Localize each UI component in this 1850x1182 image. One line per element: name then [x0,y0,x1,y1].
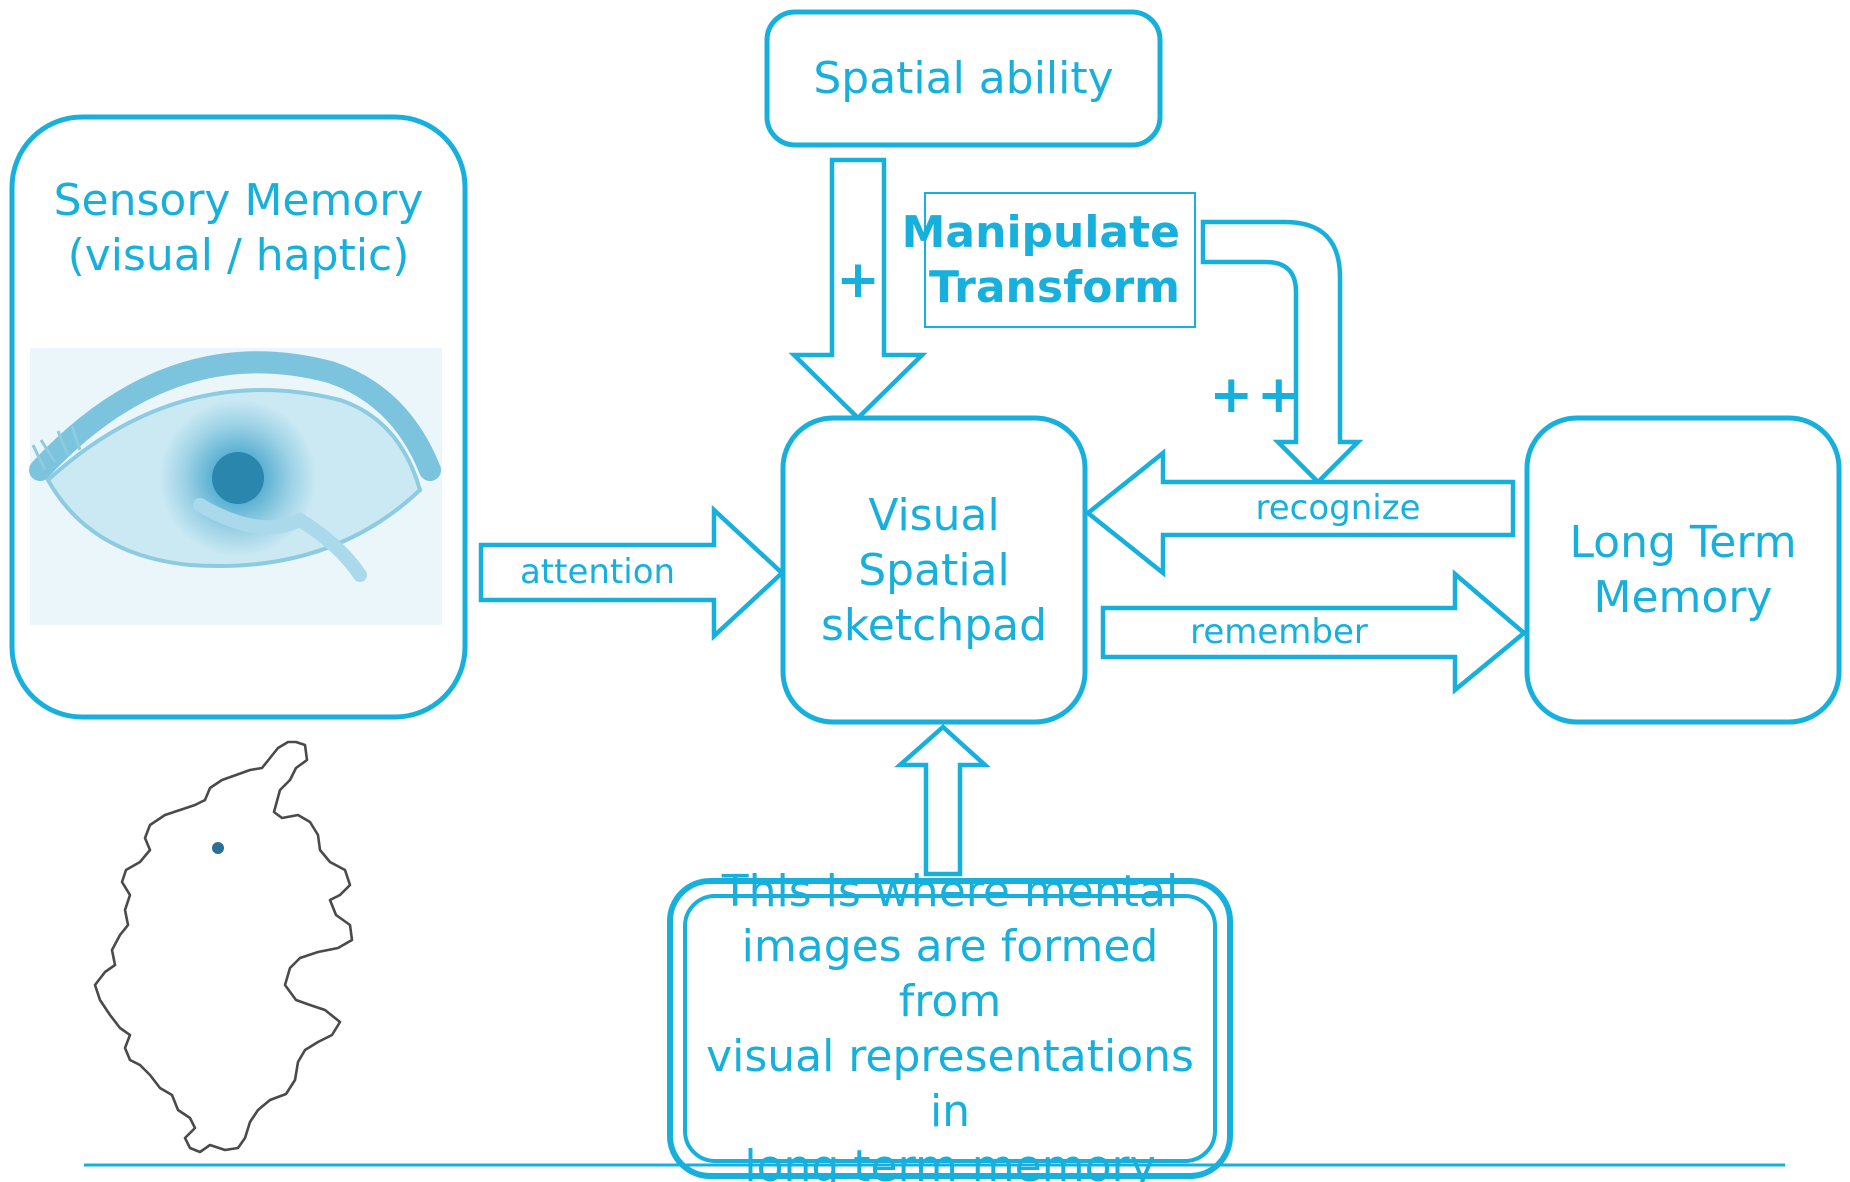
manipulate-transform-label: Manipulate Transform [901,207,1180,313]
manipulate-transform-box [924,192,1196,328]
spatial-ability-label: Spatial ability [813,53,1114,104]
visual-spatial-sketchpad-box [780,415,1088,725]
visual-spatial-sketchpad-label: Visual Spatial sketchpad [820,489,1048,651]
recognize-label: recognize [1255,488,1421,529]
sensory-memory-label: Sensory Memory (visual / haptic) [53,174,424,281]
mental-images-label: This is where mental images are formed f… [706,866,1194,1182]
spatial-ability-plus: + [836,249,880,310]
long-term-memory-box [1524,415,1842,725]
manipulate-plus-plus: ++ [1209,364,1305,425]
mental-images-box-outer [667,878,1233,1179]
spatial-ability-box [764,9,1163,148]
recognize-arrow [1084,448,1516,578]
long-term-memory-label: Long Term Memory [1569,517,1797,623]
map-outline-icon [93,740,354,1154]
attention-arrow [478,504,786,642]
remember-label: remember [1190,612,1368,653]
attention-label: attention [519,552,676,593]
remember-arrow [1100,569,1528,695]
manipulate-transform-arrow [1200,219,1364,486]
mental-images-arrow [894,723,991,877]
mental-images-box-inner [683,894,1217,1163]
eye-icon [29,348,442,625]
spatial-ability-arrow [788,157,928,422]
